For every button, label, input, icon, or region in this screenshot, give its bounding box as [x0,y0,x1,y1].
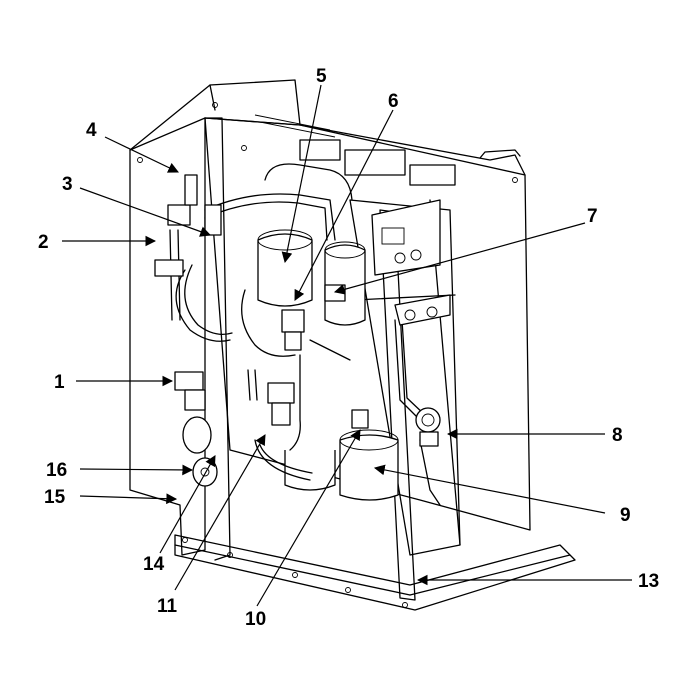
callout-3: 3 [62,174,73,195]
receivers [257,229,399,501]
callout-11: 11 [157,596,178,617]
valves [154,174,451,487]
control-box [371,199,441,276]
callout-9: 9 [620,505,631,526]
callout-4: 4 [86,120,97,141]
callout-6: 6 [388,91,399,112]
top-hardware [254,114,456,186]
callout-2: 2 [38,232,49,253]
callout-14: 14 [143,554,165,575]
leader-lines [62,84,632,607]
callout-15: 15 [44,487,66,508]
callout-10: 10 [245,609,266,630]
callout-7: 7 [587,206,598,227]
callout-5: 5 [316,66,327,87]
callout-13: 13 [638,571,659,592]
callouts: 1 2 3 4 5 6 7 8 9 10 11 13 14 15 16 [38,66,659,630]
callout-8: 8 [612,425,623,446]
callout-16: 16 [46,460,67,481]
callout-1: 1 [54,372,65,393]
